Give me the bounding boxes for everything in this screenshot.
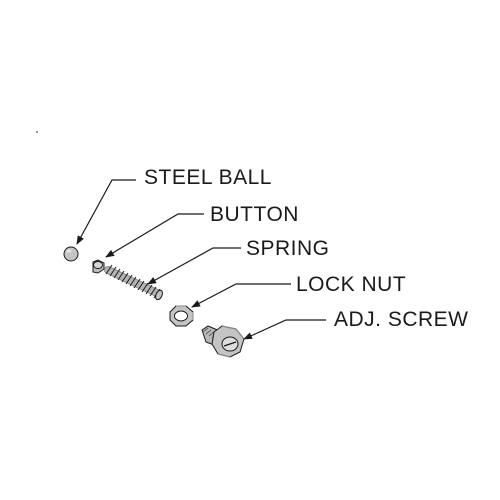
spring-label: SPRING bbox=[246, 237, 330, 260]
adj-screw-part bbox=[201, 325, 245, 358]
spring-part bbox=[104, 264, 163, 301]
lock-nut-part bbox=[169, 305, 194, 327]
button-part bbox=[92, 259, 105, 274]
steel-ball-part bbox=[63, 246, 79, 262]
spring-leader bbox=[147, 247, 241, 285]
button-label: BUTTON bbox=[210, 203, 299, 226]
steel-ball-leader bbox=[76, 179, 136, 245]
lock-nut-leader bbox=[191, 283, 291, 308]
button-leader bbox=[105, 213, 204, 258]
steel-ball-label: STEEL BALL bbox=[144, 166, 272, 189]
lock-nut-label: LOCK NUT bbox=[296, 273, 407, 296]
adj-screw-label: ADJ. SCREW bbox=[334, 308, 469, 331]
stray-dot bbox=[36, 131, 38, 133]
adj-screw-leader bbox=[243, 319, 326, 340]
